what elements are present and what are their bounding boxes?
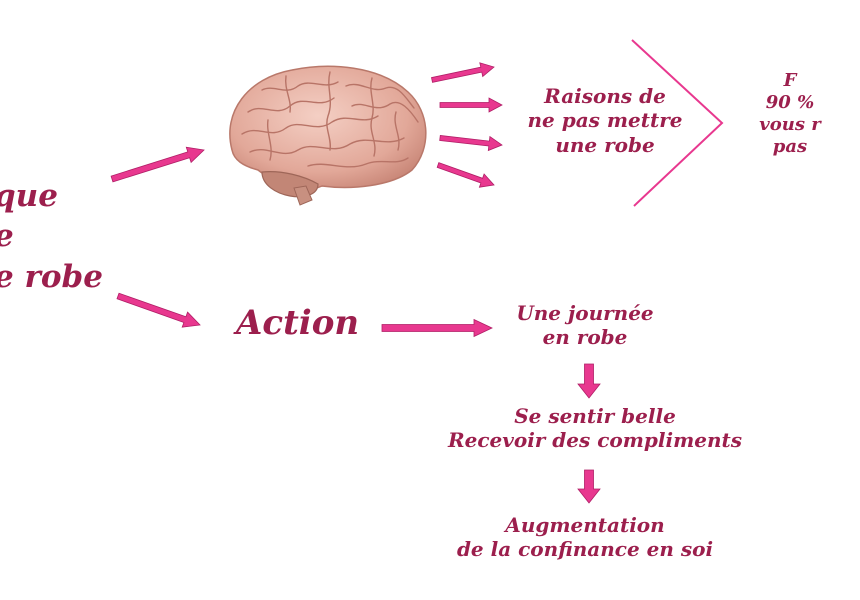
step-1-label: Une journée en robe bbox=[516, 301, 654, 350]
step-3-label: Augmentation de la confinance en soi bbox=[456, 513, 714, 562]
arrow-right-icon bbox=[439, 97, 503, 113]
arrow-right-icon bbox=[436, 162, 495, 188]
arrow-right-icon bbox=[439, 135, 503, 152]
arrow-right-icon bbox=[110, 146, 205, 183]
arrow-right-icon bbox=[116, 292, 201, 328]
reasons-label: Raisons de ne pas mettre une robe bbox=[527, 84, 683, 157]
arrow-right-icon bbox=[431, 62, 495, 83]
diagram-canvas bbox=[110, 39, 724, 504]
step-2-label: Se sentir belle Recevoir des compliments bbox=[447, 404, 743, 453]
brain-icon bbox=[229, 65, 427, 206]
chevron-divider-icon bbox=[631, 39, 724, 207]
right-text-fragment: F 90 % vous r pas bbox=[759, 70, 821, 157]
left-text-fragment: que e e robe bbox=[0, 178, 103, 295]
action-label: Action bbox=[236, 303, 360, 343]
arrow-down-icon bbox=[577, 363, 601, 399]
arrow-right-icon bbox=[381, 318, 493, 338]
arrow-down-icon bbox=[577, 469, 601, 504]
arrows-group bbox=[110, 62, 601, 504]
